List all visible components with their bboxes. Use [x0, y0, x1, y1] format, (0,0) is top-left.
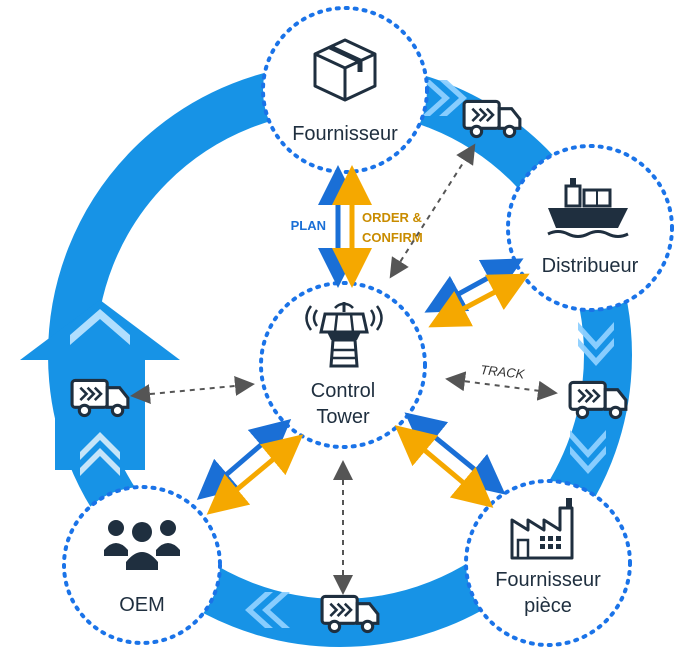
edge-label-plan: PLAN — [291, 218, 326, 233]
node-label-oem: OEM — [119, 594, 165, 616]
control-tower-icon — [305, 302, 383, 368]
people-group-icon — [104, 520, 180, 570]
node-label-control-line2: Tower — [316, 406, 370, 428]
arrows-distribueur-control — [424, 258, 530, 328]
track-arrow-right-truck — [445, 371, 558, 401]
node-label-distribueur: Distribueur — [542, 255, 639, 277]
node-oem: OEM — [62, 485, 222, 645]
arrows-piece-control — [394, 412, 506, 508]
node-label-control-line1: Control — [311, 380, 375, 402]
edge-label-track: TRACK — [480, 362, 527, 382]
tracking-arrows — [130, 143, 558, 595]
arrows-oem-control — [196, 418, 304, 515]
cargo-ship-icon — [547, 178, 629, 238]
node-label-piece-line1: Fournisseur — [495, 569, 601, 591]
node-control-tower: Control Tower — [259, 281, 427, 449]
factory-icon — [510, 498, 574, 560]
edge-label-order-line2: CONFIRM — [362, 230, 423, 245]
node-label-piece-line2: pièce — [524, 595, 572, 617]
flow-chevrons — [70, 80, 614, 628]
node-fournisseur-piece: Fournisseur pièce — [464, 479, 632, 647]
track-arrow-distrib-truck — [389, 143, 476, 279]
track-arrow-left-truck — [130, 375, 255, 405]
box-icon — [313, 38, 377, 102]
node-distribueur: Distribueur — [506, 144, 674, 312]
edge-label-order-line1: ORDER & — [362, 210, 422, 225]
node-label-fournisseur: Fournisseur — [292, 123, 398, 145]
node-fournisseur: Fournisseur — [261, 6, 429, 174]
